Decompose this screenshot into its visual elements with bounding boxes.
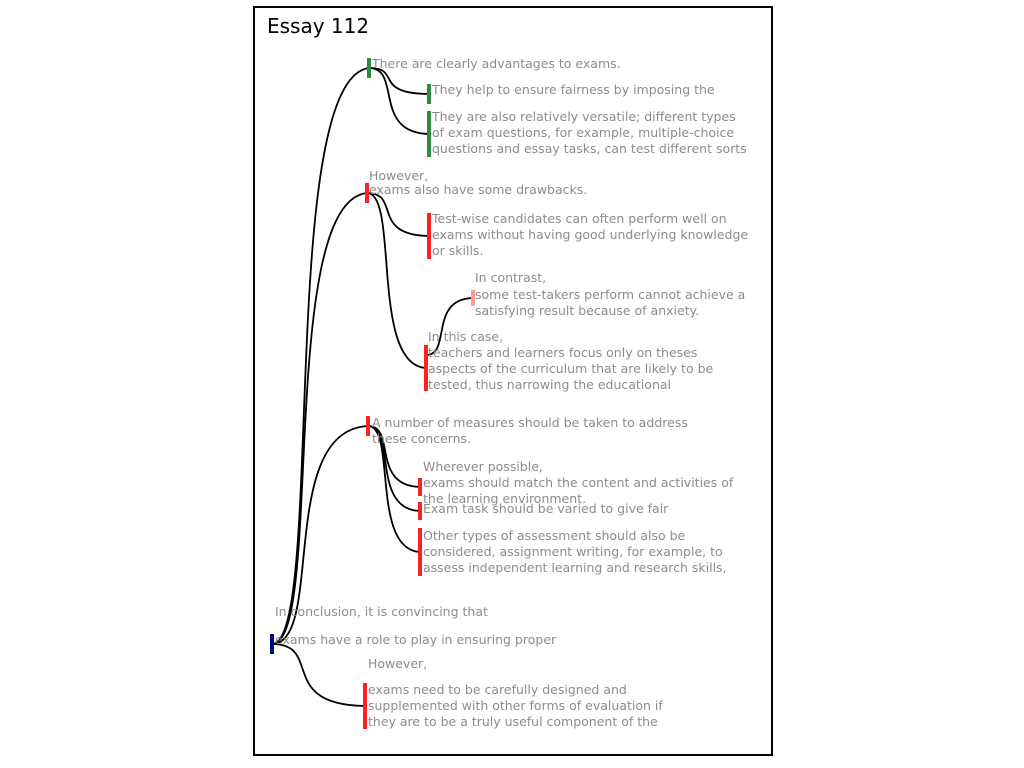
node-prefix-c2c: In this case, bbox=[428, 329, 504, 344]
node-marker-c3a bbox=[418, 478, 422, 496]
node-line: exams also have some drawbacks. bbox=[369, 182, 588, 197]
node-line: assess independent learning and research… bbox=[423, 560, 727, 575]
node-line: exams without having good underlying kno… bbox=[432, 227, 749, 242]
node-text-c3: A number of measures should be taken to … bbox=[372, 415, 688, 447]
node-text-c2c: teachers and learners focus only on thes… bbox=[428, 345, 713, 393]
node-line: A number of measures should be taken to … bbox=[372, 415, 688, 430]
node-marker-c2 bbox=[365, 183, 369, 203]
node-line: Exam task should be varied to give fair bbox=[423, 501, 669, 516]
link-c2-to-c2c bbox=[366, 192, 427, 369]
node-text-c1a: They help to ensure fairness by imposing… bbox=[432, 82, 715, 98]
node-marker-c1a bbox=[427, 84, 431, 104]
diagram-title: Essay 112 bbox=[267, 14, 370, 38]
node-line: Test-wise candidates can often perform w… bbox=[432, 211, 727, 226]
node-line: or skills. bbox=[432, 243, 484, 258]
node-text-c1: There are clearly advantages to exams. bbox=[372, 56, 621, 72]
node-line: supplemented with other forms of evaluat… bbox=[368, 698, 663, 713]
node-line: They help to ensure fairness by imposing… bbox=[432, 82, 715, 97]
node-line: exams should match the content and activ… bbox=[423, 475, 734, 490]
link-c2-to-c2a bbox=[366, 192, 430, 237]
node-line: questions and essay tasks, can test diff… bbox=[432, 141, 747, 156]
node-line: they are to be a truly useful component … bbox=[368, 714, 658, 729]
node-marker-c1b bbox=[427, 111, 431, 157]
node-text-c2a: Test-wise candidates can often perform w… bbox=[432, 211, 748, 259]
node-prefix-root: In conclusion, it is convincing that bbox=[275, 604, 488, 619]
node-line: They are also relatively versatile; diff… bbox=[432, 109, 736, 124]
node-marker-c2a bbox=[427, 213, 431, 259]
node-marker-c3b bbox=[418, 502, 422, 520]
node-line: of exam questions, for example, multiple… bbox=[432, 125, 735, 140]
link-c2c-to-c2b bbox=[425, 297, 474, 356]
node-line: Other types of assessment should also be bbox=[423, 528, 686, 543]
node-marker-c4 bbox=[363, 683, 367, 729]
diagram-frame bbox=[253, 6, 773, 756]
link-c1-to-c1b bbox=[368, 67, 430, 135]
node-prefix-c2b: In contrast, bbox=[475, 270, 547, 285]
node-text-c2b: some test-takers perform cannot achieve … bbox=[475, 287, 745, 319]
node-line: satisfying result because of anxiety. bbox=[475, 303, 700, 318]
link-root-to-c1 bbox=[271, 67, 370, 645]
node-line: teachers and learners focus only on thes… bbox=[428, 345, 698, 360]
node-marker-c1 bbox=[367, 58, 371, 78]
node-text-c3c: Other types of assessment should also be… bbox=[423, 528, 727, 576]
node-line: tested, thus narrowing the educational bbox=[428, 377, 671, 392]
node-marker-c3c bbox=[418, 528, 422, 576]
node-line: aspects of the curriculum that are likel… bbox=[428, 361, 714, 376]
node-prefix-c4: However, bbox=[368, 656, 428, 671]
node-text-c3a: exams should match the content and activ… bbox=[423, 475, 733, 507]
node-line: the learning environment. bbox=[423, 491, 587, 506]
link-root-to-c4 bbox=[271, 643, 366, 707]
link-root-to-c3 bbox=[271, 425, 369, 645]
node-line: considered, assignment writing, for exam… bbox=[423, 544, 723, 559]
node-line: some test-takers perform cannot achieve … bbox=[475, 287, 746, 302]
link-root-to-c2 bbox=[271, 192, 368, 645]
node-marker-root bbox=[270, 634, 274, 654]
node-prefix-c3a: Wherever possible, bbox=[423, 459, 543, 474]
node-prefix-c2: However, bbox=[369, 168, 429, 183]
node-marker-c3 bbox=[366, 416, 370, 436]
node-line: exams have a role to play in ensuring pr… bbox=[275, 632, 557, 647]
link-c1-to-c1a bbox=[368, 67, 430, 95]
node-line: these concerns. bbox=[372, 431, 472, 446]
node-marker-c2c bbox=[424, 345, 428, 391]
node-text-c1b: They are also relatively versatile; diff… bbox=[432, 109, 747, 157]
node-marker-c2b bbox=[471, 290, 475, 306]
node-text-root: exams have a role to play in ensuring pr… bbox=[275, 632, 556, 648]
node-text-c3b: Exam task should be varied to give fair bbox=[423, 501, 668, 517]
node-text-c2: exams also have some drawbacks. bbox=[369, 182, 587, 198]
node-line: exams need to be carefully designed and bbox=[368, 682, 627, 697]
node-line: There are clearly advantages to exams. bbox=[372, 56, 621, 71]
link-c3-to-c3c bbox=[367, 425, 421, 553]
